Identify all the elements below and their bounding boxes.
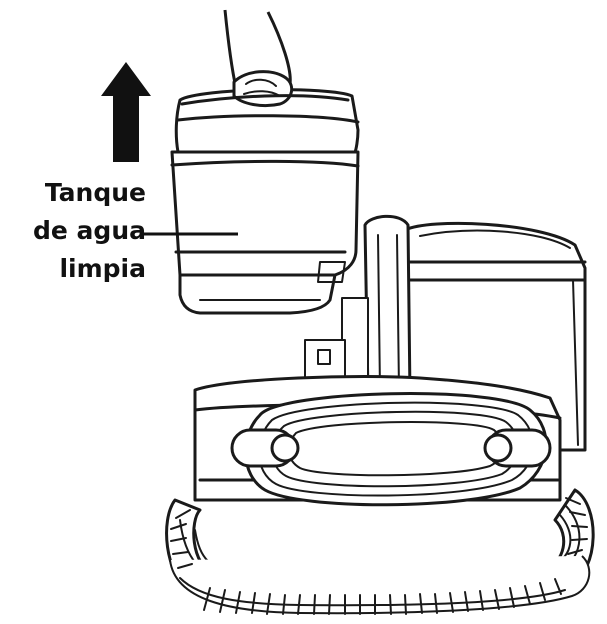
right-hose-clip (483, 428, 552, 468)
hand-icon (180, 9, 350, 108)
left-hose-clip (230, 428, 300, 468)
label-line-1: Tanque (44, 178, 146, 207)
hose-wrap-loop (244, 392, 548, 507)
clean-water-tank-label: Tanque de agua limpia (20, 174, 146, 288)
label-line-3: limpia (59, 254, 146, 283)
clean-water-tank (170, 88, 360, 315)
label-line-2: de agua (33, 216, 146, 245)
lift-arrow-icon (101, 62, 151, 162)
handle-column (304, 214, 412, 397)
hose-coil (165, 488, 595, 615)
